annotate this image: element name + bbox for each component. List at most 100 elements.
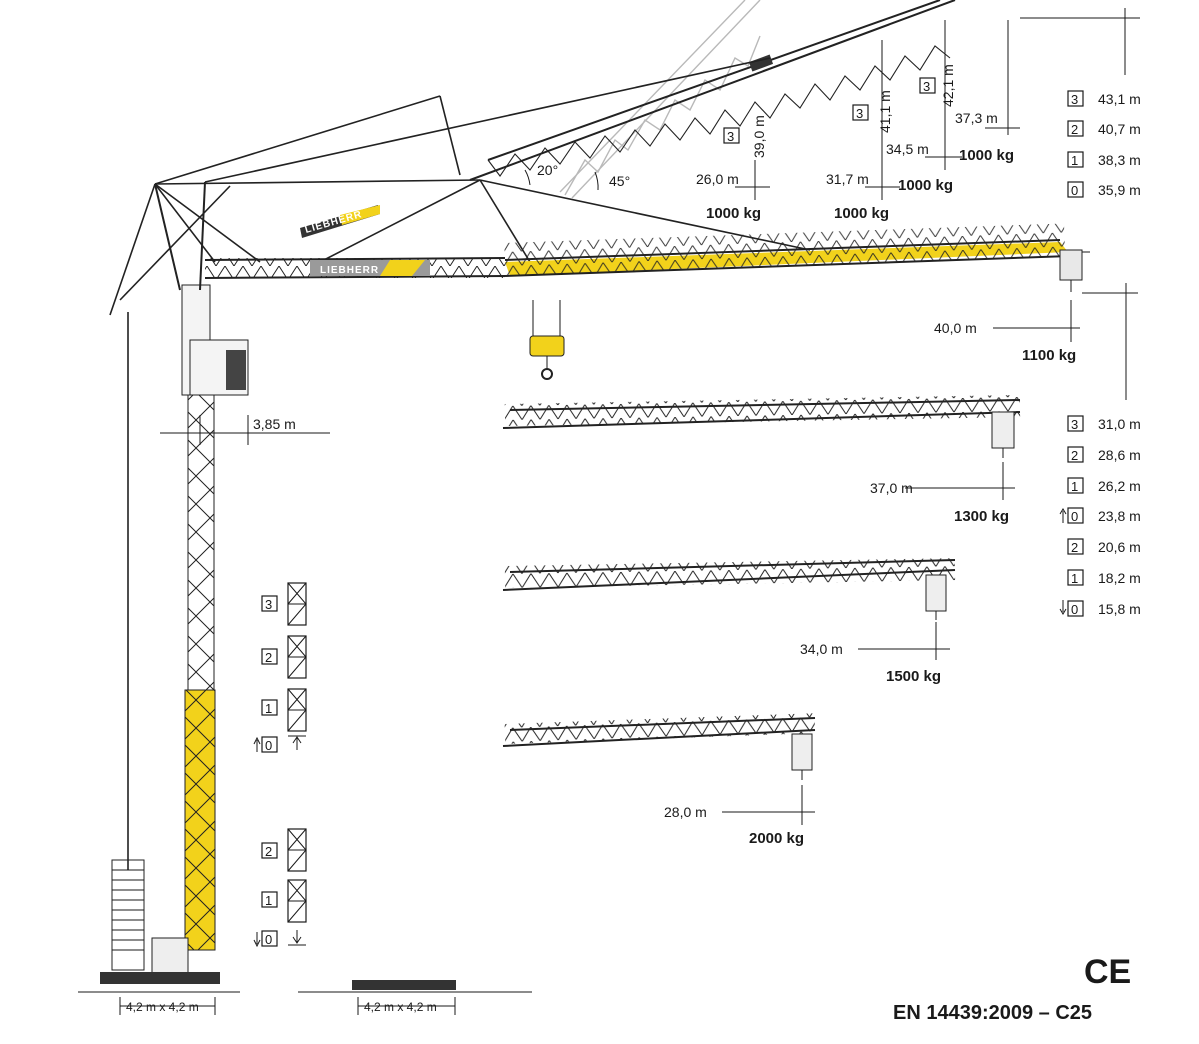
hook-height-row: 1 38,3 m bbox=[1067, 151, 1141, 168]
inclined-boom-section: LIEBHERR bbox=[300, 205, 380, 238]
svg-text:2: 2 bbox=[265, 650, 272, 665]
height-label: 42,1 m bbox=[940, 64, 956, 107]
hook-height-row: 0 15,8 m bbox=[1059, 600, 1141, 617]
height-label: 39,0 m bbox=[751, 115, 767, 158]
svg-text:1: 1 bbox=[265, 701, 272, 716]
hook-height-value: 18,2 m bbox=[1098, 570, 1141, 586]
svg-text:1: 1 bbox=[265, 893, 272, 908]
section-icon bbox=[287, 828, 307, 872]
hook-height-value: 31,0 m bbox=[1098, 416, 1141, 432]
load-label: 1000 kg bbox=[959, 147, 1014, 164]
svg-text:2: 2 bbox=[1071, 122, 1078, 137]
section-icon bbox=[287, 635, 307, 679]
height-label: 41,1 m bbox=[877, 90, 893, 133]
arrow-down-icon bbox=[1059, 600, 1067, 615]
radius-label: 28,0 m bbox=[664, 804, 707, 820]
section-icon bbox=[287, 879, 307, 923]
tower-section-label: 0 bbox=[253, 736, 278, 753]
svg-text:2: 2 bbox=[265, 844, 272, 859]
svg-text:1: 1 bbox=[1071, 479, 1078, 494]
svg-text:0: 0 bbox=[1071, 183, 1078, 198]
tower-section-label: 2 bbox=[261, 842, 278, 859]
hook-height-row: 0 23,8 m bbox=[1059, 507, 1141, 524]
arrow-up-icon bbox=[1059, 508, 1067, 523]
pos-number: 3 bbox=[727, 129, 734, 144]
crane-tower bbox=[78, 181, 532, 993]
brand-label-upper: LIEBHERR bbox=[304, 209, 364, 236]
hook-height-value: 20,6 m bbox=[1098, 539, 1141, 555]
load-label: 1000 kg bbox=[706, 205, 761, 222]
pos-box bbox=[723, 127, 740, 144]
tower-section-label: 0 bbox=[253, 930, 278, 948]
dimension-lines bbox=[119, 8, 1140, 1015]
svg-text:2: 2 bbox=[1071, 448, 1078, 463]
svg-text:0: 0 bbox=[1071, 509, 1078, 524]
jib-34m bbox=[502, 558, 956, 620]
angle-45-label: 45° bbox=[609, 173, 630, 189]
hook-height-row: 3 43,1 m bbox=[1067, 90, 1141, 107]
svg-text:1: 1 bbox=[1071, 153, 1078, 168]
luffing-jib-20deg bbox=[469, 0, 956, 181]
radius-label: 37,0 m bbox=[870, 480, 913, 496]
radius-label: 31,7 m bbox=[826, 171, 869, 187]
pos-number: 3 bbox=[856, 106, 863, 121]
section-icon bbox=[287, 582, 307, 626]
luffing-jib-45deg-ghost bbox=[559, 0, 761, 199]
hook-height-value: 38,3 m bbox=[1098, 152, 1141, 168]
hook-height-value: 40,7 m bbox=[1098, 121, 1141, 137]
svg-text:1: 1 bbox=[1071, 571, 1078, 586]
arrow-down-icon bbox=[288, 930, 306, 946]
load-label: 1100 kg bbox=[1022, 347, 1076, 364]
labels: 20° 45° 3 39,0 m 26,0 m 1000 kg 3 41,1 m… bbox=[126, 64, 1141, 1024]
pos-number: 3 bbox=[923, 79, 930, 94]
tower-section-label: 1 bbox=[261, 699, 278, 716]
pos-box bbox=[919, 77, 936, 94]
hook-height-row: 0 35,9 m bbox=[1067, 181, 1141, 198]
base-dimension-right: 4,2 m x 4,2 m bbox=[364, 1000, 437, 1014]
hook-height-value: 26,2 m bbox=[1098, 478, 1141, 494]
standard-label: EN 14439:2009 – C25 bbox=[893, 1002, 1092, 1024]
load-label: 1500 kg bbox=[886, 668, 941, 685]
hook-height-row: 2 28,6 m bbox=[1067, 446, 1141, 463]
radius-label: 34,5 m bbox=[886, 141, 929, 157]
main-jib-40m: LIEBHERR bbox=[204, 223, 1090, 292]
section-icon bbox=[287, 688, 307, 732]
hook-height-value: 15,8 m bbox=[1098, 601, 1141, 617]
load-label: 1300 kg bbox=[954, 508, 1009, 525]
arrow-down-icon bbox=[253, 932, 261, 948]
hook-height-value: 28,6 m bbox=[1098, 447, 1141, 463]
tower-section-label: 3 bbox=[261, 595, 278, 612]
radius-label: 26,0 m bbox=[696, 171, 739, 187]
svg-text:3: 3 bbox=[1071, 417, 1078, 432]
tower-section-label: 2 bbox=[261, 648, 278, 665]
ce-mark: CE bbox=[1084, 953, 1131, 991]
svg-text:0: 0 bbox=[1071, 602, 1078, 617]
hook-height-value: 35,9 m bbox=[1098, 182, 1141, 198]
angle-20-label: 20° bbox=[537, 162, 558, 178]
hook-height-row: 1 18,2 m bbox=[1067, 569, 1141, 586]
brand-label-jib: LIEBHERR bbox=[320, 265, 379, 276]
crane-hook bbox=[529, 300, 565, 380]
svg-text:3: 3 bbox=[1071, 92, 1078, 107]
arrow-up-icon bbox=[253, 736, 261, 752]
svg-text:2: 2 bbox=[1071, 540, 1078, 555]
radius-label: 37,3 m bbox=[955, 110, 998, 126]
svg-text:3: 3 bbox=[265, 597, 272, 612]
arrow-up-icon bbox=[288, 735, 306, 750]
svg-text:0: 0 bbox=[265, 738, 272, 753]
hook-height-row: 3 31,0 m bbox=[1067, 415, 1141, 432]
load-label: 2000 kg bbox=[749, 830, 804, 847]
tower-offset-label: 3,85 m bbox=[253, 416, 296, 432]
tower-section-label: 1 bbox=[261, 891, 278, 908]
hook-height-row: 2 20,6 m bbox=[1067, 538, 1141, 555]
hook-height-row: 2 40,7 m bbox=[1067, 120, 1141, 137]
radius-label: 34,0 m bbox=[800, 641, 843, 657]
load-label: 1000 kg bbox=[898, 177, 953, 194]
load-label: 1000 kg bbox=[834, 205, 889, 222]
hook-height-value: 23,8 m bbox=[1098, 508, 1141, 524]
tower-section-icons bbox=[287, 582, 307, 946]
hook-height-value: 43,1 m bbox=[1098, 91, 1141, 107]
svg-text:0: 0 bbox=[265, 932, 272, 947]
